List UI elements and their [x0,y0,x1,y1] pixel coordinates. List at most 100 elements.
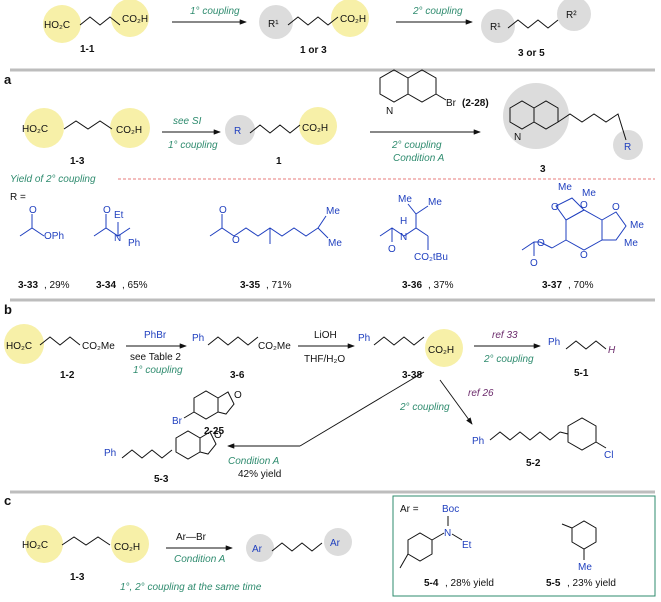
acid-highlight [299,107,337,145]
reaction-arrow [439,379,473,425]
methyl-group: Me [328,238,342,249]
substituent-3-36: O N H Me Me CO₂tBu 3-36 , 37% [379,194,454,291]
aryl-bond [559,431,569,435]
compound-label: 3 [540,164,546,175]
r-highlight [613,130,643,160]
compound-label: 5-2 [526,458,541,469]
acid-right: CO₂H [428,345,454,356]
acid-left: HO₂C [44,20,70,31]
reagent-label: LiOH [314,330,337,341]
phenyl-group: Ph [104,448,116,459]
compound-label: 5-1 [574,368,589,379]
substituent-r1: R¹ [490,22,501,33]
acid-right: CO₂H [116,125,142,136]
amide-nitrogen: N [114,233,121,244]
ar-highlight-right [324,528,352,556]
r-highlight [225,115,255,145]
phenyl-group: Ph [192,333,204,344]
ethyl-group: Et [462,540,472,551]
methyl-group: Me [578,562,592,573]
reagent-label: (2-28) [462,98,489,109]
carbonyl-oxygen: O [219,205,227,216]
compound-label: 3-36 [402,280,422,291]
substituent-3-35: O O Me Me 3-35 , 71% [209,205,342,291]
acid-highlight [425,329,463,367]
ethyl-group: Et [114,210,124,221]
section-a: HO₂C CO₂H 1-3 see SI 1° coupling R CO₂H … [10,69,655,291]
bromo-label: Br [172,416,183,427]
methyl-group: Me [558,182,572,193]
acid-highlight-left [25,525,63,563]
step-label: 2° coupling [399,402,450,413]
compound-label: 3-37 [542,280,562,291]
r2-highlight [557,0,591,31]
diene-chain [63,120,113,130]
yield-value: , 28% yield [445,578,494,589]
yield-value: , 37% [428,280,454,291]
phenyl-group: Ph [548,337,560,348]
furan-oxygen: O [214,430,222,441]
bromo-label: Br [446,98,457,109]
compound-label: 2-25 [204,426,224,437]
carbonyl-oxygen: O [530,258,538,269]
compound-label: 1 or 3 [300,45,327,56]
aryl-scope-box [392,495,656,597]
section-letter: c [4,493,11,508]
solvent-label: THF/H₂O [304,354,345,365]
compound-label: 1-2 [60,370,75,381]
diene-chain [507,19,559,29]
furan-ring [199,431,217,455]
amide-nitrogen: N [400,232,407,243]
condition-label: Condition A [174,554,226,565]
acid-right: CO₂H [122,14,148,25]
chlorophenyl-ring [567,417,597,451]
substituent-r: R [624,142,631,153]
compound-label: 1-3 [70,572,85,583]
compound-label: 5-4 [424,578,439,589]
coupling-note: 1°, 2° coupling at the same time [120,582,262,593]
phenyl-group: Ph [472,436,484,447]
diene-chain [373,336,425,346]
quinoline-product-structure [509,100,627,141]
phenyl-group: Ph [128,238,140,249]
yield-label: 42% yield [238,469,281,480]
carbonyl-oxygen: O [103,205,111,216]
methyl-group: Me [582,188,596,199]
diene-chain [271,542,323,552]
acid-left: HO₂C [22,124,48,135]
diene-chain [249,124,301,134]
acid-highlight-left [43,5,81,43]
step-label: 2° coupling [391,140,442,151]
acid-right: CO₂H [302,123,328,134]
compound-label: 3 or 5 [518,48,545,59]
ester-oxygen: O [537,238,545,249]
ring-nitrogen: N [386,106,393,117]
compound-label: 1 [276,156,282,167]
diene-chain [565,340,607,350]
aryl-example-5-4: Boc N Et 5-4 , 28% yield [399,504,494,589]
aryl-left: Ar [252,544,263,555]
substituent-r: R [234,126,241,137]
pyranose-oxygen: O [580,250,588,261]
yield-value: , 70% [568,280,594,291]
reagent-label: PhBr [144,330,167,341]
aryl-right: Ar [330,538,341,549]
r1-highlight [481,9,515,43]
methyl-group: Me [630,220,644,231]
acid-highlight [331,0,369,37]
ester-oxygen: O [232,235,240,246]
acid-right: CO₂H [340,14,366,25]
yield-value: , 65% [122,280,148,291]
ester-right: CO₂Me [82,341,115,352]
ester-right: CO₂Me [258,341,291,352]
acid-highlight-right [111,525,149,563]
substituent-3-34: O Et N Ph 3-34 , 65% [93,205,148,291]
acid-left: HO₂C [6,341,32,352]
ar-highlight-left [246,534,274,562]
methyl-group: Me [624,238,638,249]
box-heading: Ar = [400,504,419,515]
substituent-3-37: O O O O O O Me Me Me Me 3-37 , 70% [521,182,644,291]
step-note: see SI [173,116,202,127]
ring-oxygen: O [580,200,588,211]
